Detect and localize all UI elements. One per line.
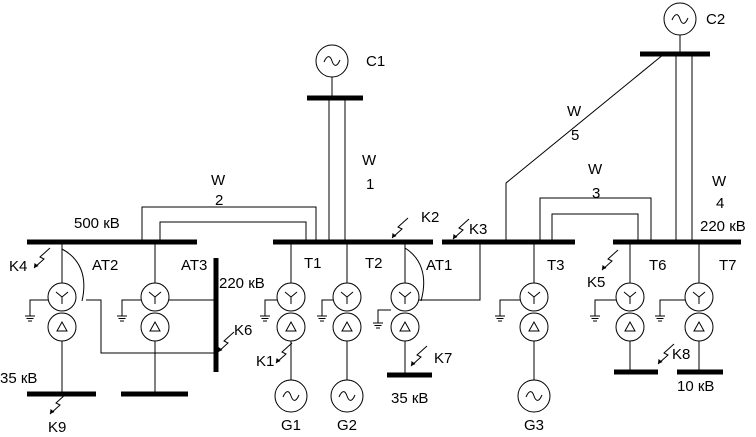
label-w2-letter: W: [211, 172, 226, 189]
transformer-t7: [654, 242, 714, 372]
generator-c2: [663, 2, 697, 54]
label-c2: C2: [706, 11, 725, 28]
fault-k6-icon: [217, 331, 235, 353]
label-t7: T7: [719, 257, 737, 274]
transformer-t3: [494, 242, 549, 380]
label-w5-letter: W: [567, 103, 582, 120]
link-at2-at3-lv: [86, 299, 216, 354]
label-at1: AT1: [426, 257, 452, 274]
label-w3-letter: W: [588, 161, 603, 178]
fault-k5-icon: [601, 249, 619, 271]
autotransformer-at3: [116, 242, 170, 394]
line-w3: [539, 197, 652, 242]
label-w4-number: 4: [716, 195, 724, 212]
label-500kv: 500 кВ: [74, 215, 120, 232]
generator-g1: [274, 379, 308, 413]
generator-c1: [315, 44, 349, 98]
line-w4: [675, 54, 693, 242]
label-35kv-left: 35 кВ: [0, 370, 37, 387]
label-k9: K9: [48, 419, 66, 436]
fault-k3-icon: [452, 218, 470, 240]
label-g2: G2: [337, 417, 357, 434]
generator-g2: [330, 379, 364, 413]
label-k8: K8: [672, 346, 690, 363]
label-35kv-mid: 35 кВ: [391, 390, 428, 407]
label-t1: T1: [304, 255, 322, 272]
fault-k7-icon: [410, 345, 428, 367]
line-w5: [505, 53, 665, 242]
line-w2: [141, 206, 317, 242]
label-k5: K5: [587, 274, 605, 291]
autotransformer-at1: [372, 242, 425, 375]
label-k2: K2: [421, 209, 439, 226]
label-10kv: 10 кВ: [677, 378, 714, 395]
fault-k1-icon: [275, 342, 293, 364]
fault-k9-icon: [49, 393, 67, 415]
transformer-t2: [316, 242, 362, 380]
fault-k4-icon: [33, 247, 51, 269]
label-k1: K1: [256, 353, 274, 370]
label-w2-number: 2: [215, 192, 223, 209]
label-220kv-left: 220 кВ: [219, 275, 265, 292]
label-t2: T2: [365, 255, 383, 272]
generator-g3: [517, 379, 551, 413]
label-at3: AT3: [181, 257, 207, 274]
transformer-t1: [259, 242, 306, 380]
label-w1-number: 1: [366, 176, 374, 193]
label-220kv-right: 220 кВ: [700, 218, 746, 235]
transformer-t6: [589, 242, 645, 372]
label-k7: K7: [434, 350, 452, 367]
line-w1: [328, 98, 346, 242]
label-c1: C1: [366, 53, 385, 70]
label-w5-number: 5: [571, 127, 579, 144]
label-w4-letter: W: [712, 173, 727, 190]
label-k4: K4: [9, 258, 27, 275]
link-at1-bus: [419, 242, 481, 301]
label-w3-number: 3: [592, 185, 600, 202]
fault-k2-icon: [391, 217, 409, 239]
label-w1-letter: W: [362, 152, 377, 169]
label-t3: T3: [547, 257, 565, 274]
label-t6: T6: [649, 257, 667, 274]
autotransformer-at2: [24, 242, 85, 394]
label-g3: G3: [524, 417, 544, 434]
label-k3: K3: [469, 221, 487, 238]
label-at2: AT2: [92, 257, 118, 274]
label-k6: K6: [234, 322, 252, 339]
label-g1: G1: [281, 417, 301, 434]
